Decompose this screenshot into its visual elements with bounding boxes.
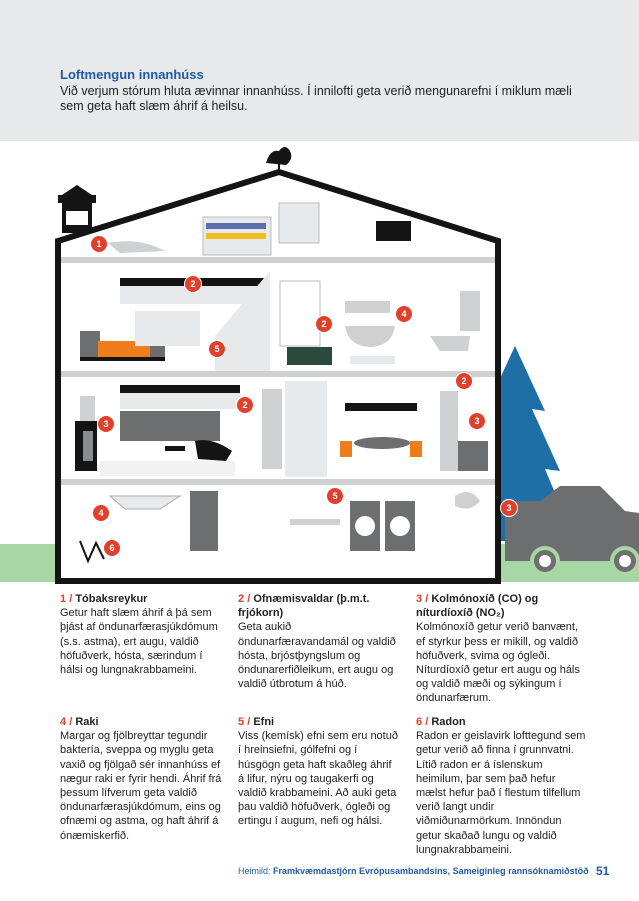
section-number: 4 xyxy=(60,716,67,728)
marker-4: 4 xyxy=(395,305,413,323)
marker-2: 2 xyxy=(236,396,254,414)
marker-2: 2 xyxy=(184,275,202,293)
section-number: 6 xyxy=(416,716,423,728)
marker-4: 4 xyxy=(92,504,110,522)
section-title: Raki xyxy=(75,716,99,728)
marker-3: 3 xyxy=(468,412,486,430)
section-text: Radon er geislavirk lofttegund sem getur… xyxy=(416,730,586,856)
source-prefix: Heimild: xyxy=(238,866,274,876)
marker-6: 6 xyxy=(103,539,121,557)
marker-3: 3 xyxy=(500,499,518,517)
section-text: Margar og fjölbreyttar tegundir baktería… xyxy=(60,730,222,842)
intro-text: Við verjum stórum hluta ævinnar innanhús… xyxy=(60,84,572,113)
section-title: Ofnæmisvaldar (þ.m.t. frjókorn) xyxy=(238,593,370,620)
section-text: Getur haft slæm áhrif á þá sem þjást af … xyxy=(60,607,218,677)
section-title: Tóbaksreykur xyxy=(75,593,148,605)
section-number: 5 xyxy=(238,716,245,728)
marker-5: 5 xyxy=(208,340,226,358)
section-number: 1 xyxy=(60,593,67,605)
section-text: Geta aukið öndunarfæravandamál og valdið… xyxy=(238,621,396,691)
section-text: Viss (kemísk) efni sem eru notuð í hrein… xyxy=(238,730,398,828)
source-footer: Heimild: Framkvæmdastjórn Evrópusambands… xyxy=(238,866,589,876)
section-3: 3 / Kolmónoxíð (CO) og níturdíoxíð (NO₂)… xyxy=(416,592,586,706)
section-title: Efni xyxy=(253,716,275,728)
marker-5: 5 xyxy=(326,487,344,505)
page-number: 51 xyxy=(596,864,610,878)
page-title: Loftmengun innanhúss xyxy=(60,67,204,82)
house-illustration xyxy=(55,147,639,584)
car-illustration xyxy=(505,486,639,576)
section-1: 1 / Tóbaksreykur Getur haft slæm áhrif á… xyxy=(60,592,225,677)
section-2: 2 / Ofnæmisvaldar (þ.m.t. frjókorn) Geta… xyxy=(238,592,398,691)
header-band xyxy=(0,0,639,141)
house-outline xyxy=(55,147,501,584)
section-number: 3 xyxy=(416,593,423,605)
source-name: Framkvæmdastjórn Evrópusambandsins, Same… xyxy=(273,866,589,876)
section-4: 4 / Raki Margar og fjölbreyttar tegundir… xyxy=(60,715,225,843)
section-6: 6 / Radon Radon er geislavirk lofttegund… xyxy=(416,716,586,856)
section-number: 2 xyxy=(238,593,245,605)
section-title: Radon xyxy=(431,716,466,728)
section-text: Kolmónoxíð getur verið banvænt, ef styrk… xyxy=(416,621,580,705)
marker-2: 2 xyxy=(455,372,473,390)
marker-2: 2 xyxy=(315,315,333,333)
section-5: 5 / Efni Viss (kemísk) efni sem eru notu… xyxy=(238,716,398,828)
marker-1: 1 xyxy=(90,235,108,253)
marker-3: 3 xyxy=(97,415,115,433)
section-title: Kolmónoxíð (CO) og níturdíoxíð (NO₂) xyxy=(416,593,539,620)
